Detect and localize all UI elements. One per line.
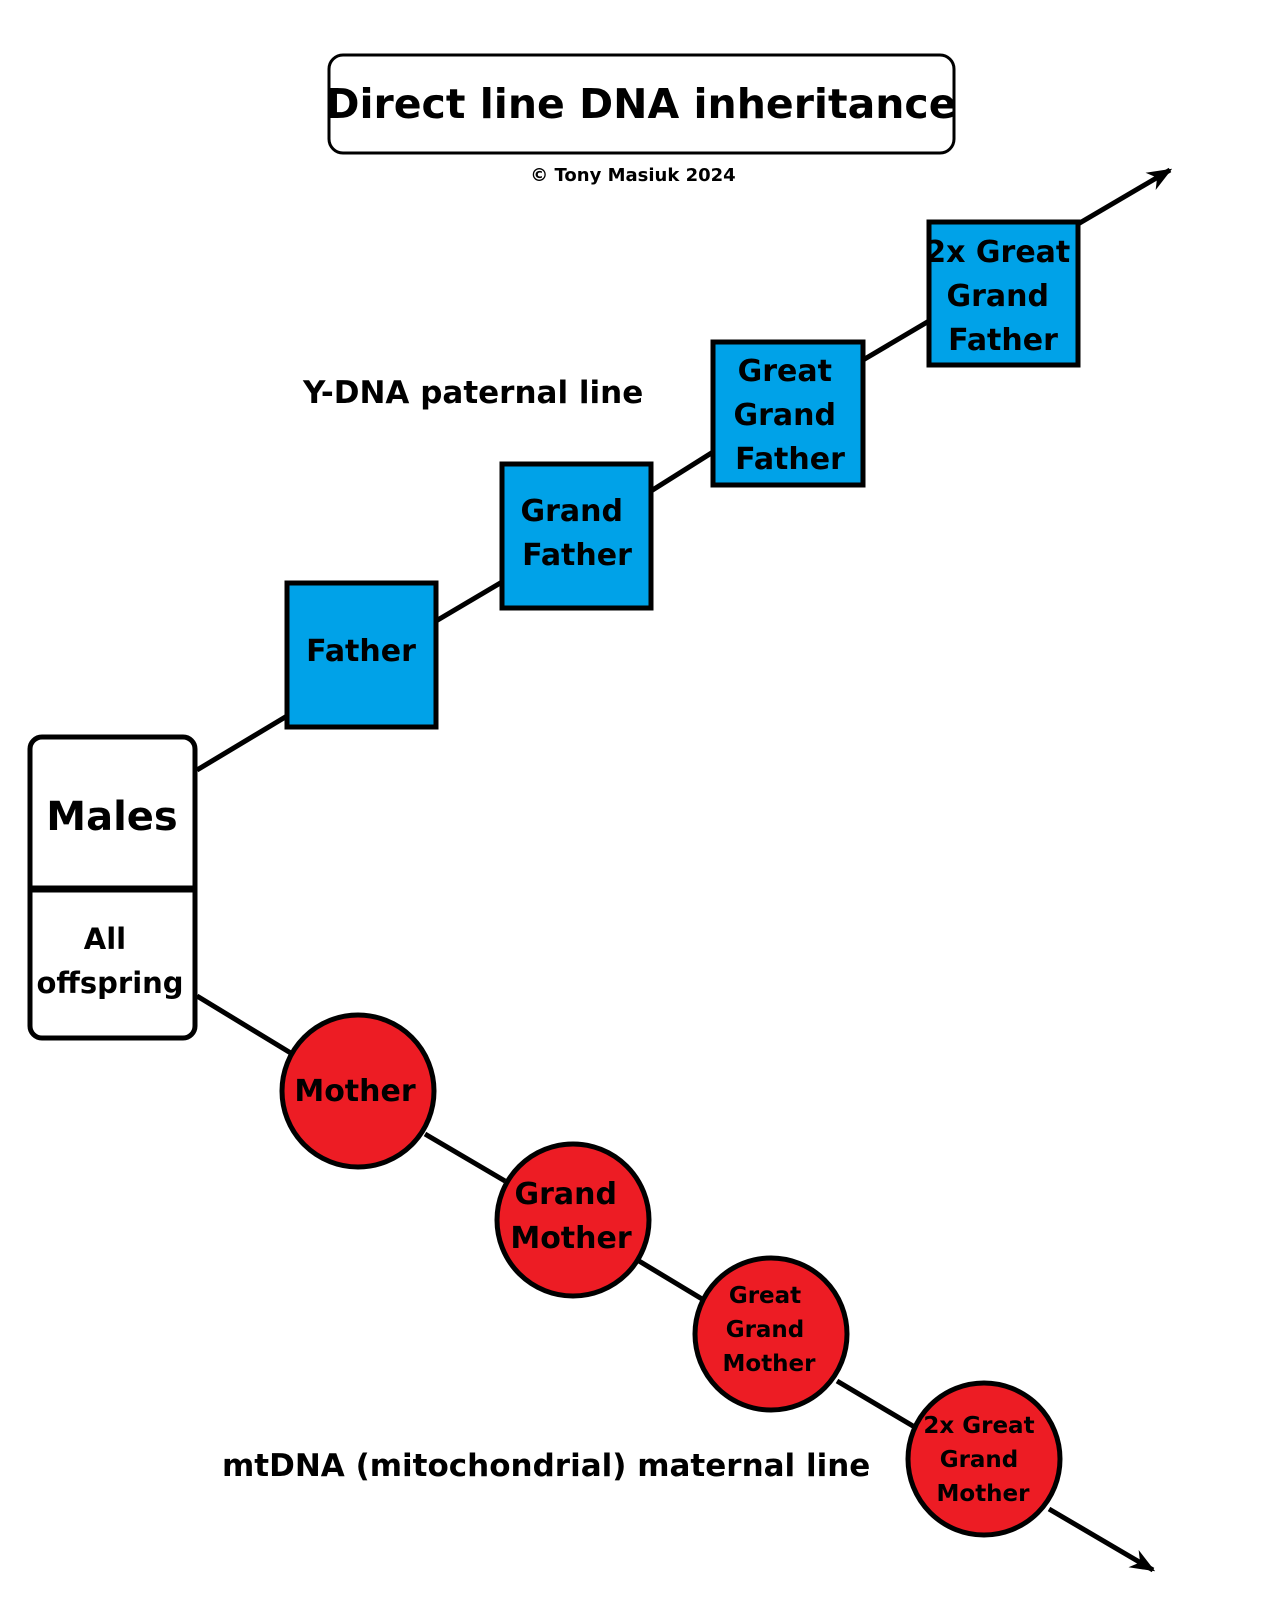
maternal-node-great-grandmother-line-3: Mother: [723, 1351, 817, 1377]
paternal-node-2x-great-grandfather-line-2: Grand: [947, 279, 1050, 314]
svg-text:Mother: Mother: [294, 1074, 416, 1109]
maternal-arrow: [1047, 1506, 1156, 1573]
paternal-node-great-grandfather-line-1: Great: [738, 354, 832, 389]
maternal-node-grandmother: Grand Mother: [494, 1141, 652, 1299]
maternal-node-2x-great-grandmother: 2x Great Grand Mother: [905, 1380, 1063, 1538]
paternal-connectors: [195, 167, 1173, 773]
paternal-node-2x-great-grandfather-line-1: 2x Great: [925, 235, 1070, 270]
maternal-node-2x-great-grandmother-line-3: Mother: [937, 1481, 1031, 1507]
svg-text:Grand Mother: Grand Mother: [510, 1177, 632, 1256]
connector-offspring-mother: [195, 993, 296, 1058]
svg-text:Great Grand Father: Great Grand Father: [734, 354, 847, 477]
diagram-title: Direct line DNA inheritance: [325, 80, 956, 128]
all-offspring-line-2: offspring: [36, 966, 183, 1000]
males-label: Males: [46, 794, 177, 840]
connector-males-father: [195, 713, 289, 773]
paternal-node-grandfather: Grand Father: [499, 461, 654, 611]
svg-text:Great Grand Mother: Great Grand Mother: [723, 1283, 817, 1377]
svg-text:Father: Father: [306, 634, 416, 669]
maternal-line-label: mtDNA (mitochondrial) maternal line: [222, 1448, 870, 1484]
paternal-node-great-grandfather-line-2: Grand: [734, 398, 837, 433]
paternal-node-grandfather-line-2: Father: [522, 538, 632, 573]
maternal-node-2x-great-grandmother-line-2: Grand: [940, 1447, 1019, 1473]
maternal-node-great-grandmother-line-2: Grand: [726, 1317, 805, 1343]
start-box: Males All offspring: [27, 734, 198, 1041]
connector-greatgrandfather-2xgreatgrandfather: [861, 318, 931, 363]
svg-text:2x Great Grand Mot: 2x Great Grand Mother: [923, 1413, 1042, 1507]
paternal-node-father-line-1: Father: [306, 634, 416, 669]
connector-grandfather-greatgrandfather: [649, 449, 715, 494]
connector-grandmother-greatgrandmother: [637, 1258, 714, 1308]
title-box: Direct line DNA inheritance: [325, 53, 957, 155]
paternal-node-2x-great-grandfather-line-3: Father: [948, 323, 1058, 358]
paternal-node-2x-great-grandfather: 2x Great Grand Father: [925, 219, 1081, 368]
paternal-arrow: [1076, 167, 1173, 227]
paternal-node-father: Father: [284, 580, 439, 730]
paternal-node-grandfather-line-1: Grand: [521, 494, 624, 529]
maternal-node-grandmother-line-1: Grand: [515, 1177, 618, 1212]
maternal-node-great-grandmother: Great Grand Mother: [692, 1255, 850, 1413]
maternal-node-2x-great-grandmother-line-1: 2x Great: [923, 1413, 1034, 1439]
maternal-connectors: [195, 993, 1156, 1573]
svg-text:2x Great Grand Fat: 2x Great Grand Father: [925, 235, 1080, 358]
connector-mother-grandmother: [423, 1131, 507, 1184]
paternal-line-label: Y-DNA paternal line: [302, 375, 643, 411]
paternal-node-great-grandfather-line-3: Father: [735, 442, 845, 477]
maternal-node-grandmother-line-2: Mother: [510, 1221, 632, 1256]
svg-text:Grand Father: Grand Father: [521, 494, 634, 573]
maternal-node-great-grandmother-line-1: Great: [729, 1283, 801, 1309]
copyright-text: © Tony Masiuk 2024: [530, 165, 735, 186]
all-offspring-line-1: All: [84, 922, 126, 956]
connector-father-grandfather: [434, 579, 504, 624]
maternal-node-mother: Mother: [279, 1012, 437, 1170]
all-offspring-label: All offspring: [36, 922, 183, 1000]
paternal-node-great-grandfather: Great Grand Father: [710, 339, 866, 488]
maternal-node-mother-line-1: Mother: [294, 1074, 416, 1109]
connector-greatgrandmother-2xgreatgrandmother: [835, 1378, 920, 1432]
